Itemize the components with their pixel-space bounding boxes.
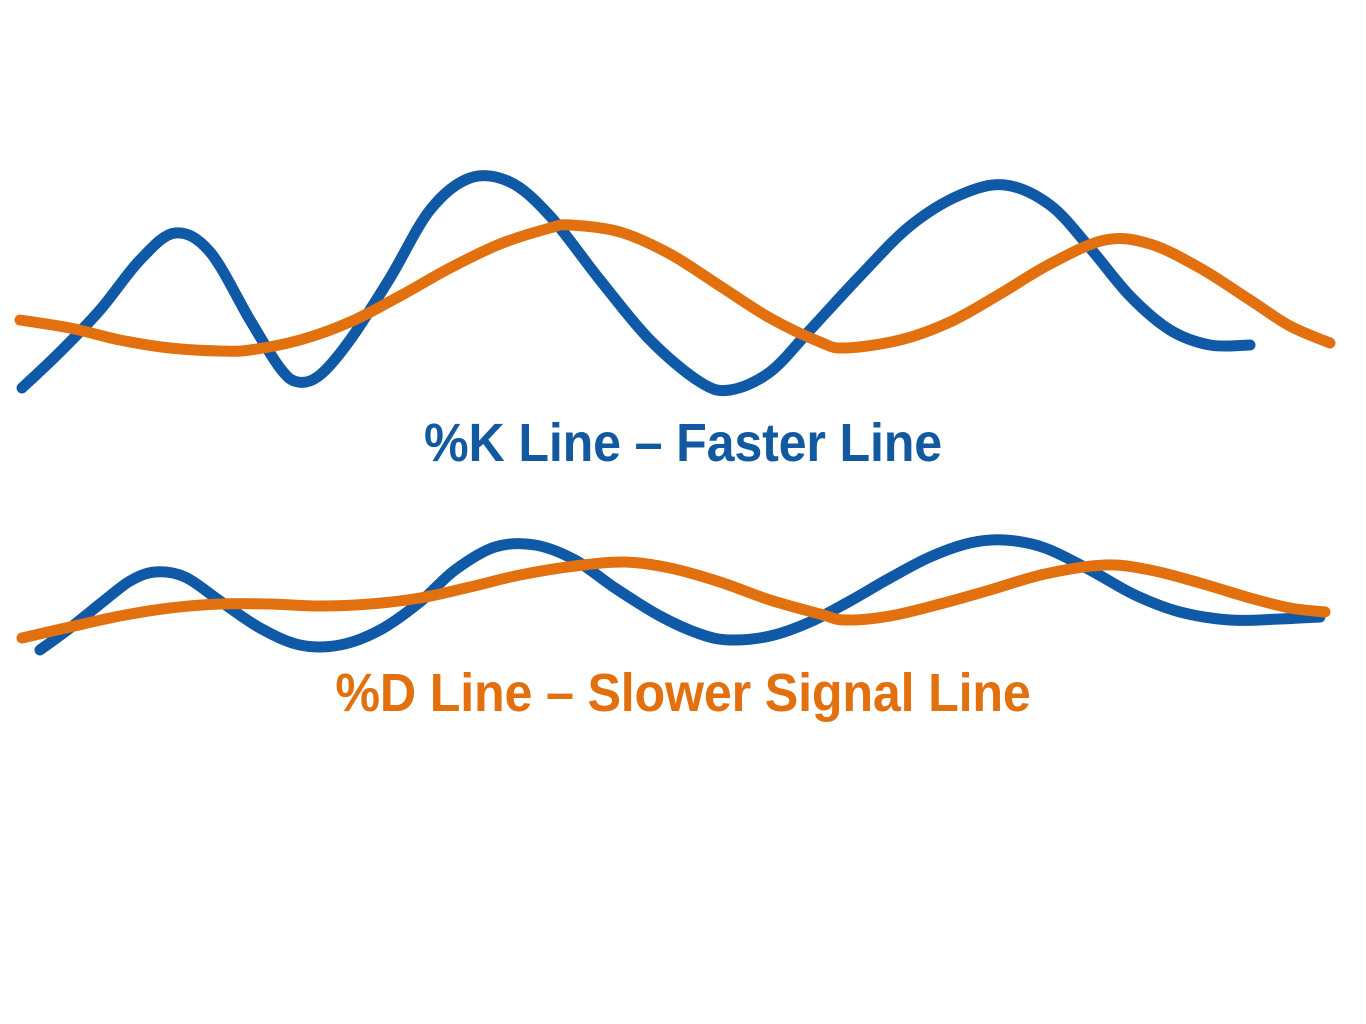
d-line-plot-svg [16,534,1331,656]
k-panel-orange-series-line [14,219,1336,357]
k-panel-blue-series-line [16,170,1256,397]
d-line-chart-panel [0,510,1366,760]
k-line-chart-label: %K Line – Faster Line [424,413,942,473]
k-line-plot-svg [14,170,1336,397]
d-panel-blue-series-line [34,534,1326,656]
d-panel-orange-series-line [16,556,1331,644]
k-line-chart-panel [0,140,1366,480]
d-line-chart-label: %D Line – Slower Signal Line [335,663,1031,723]
